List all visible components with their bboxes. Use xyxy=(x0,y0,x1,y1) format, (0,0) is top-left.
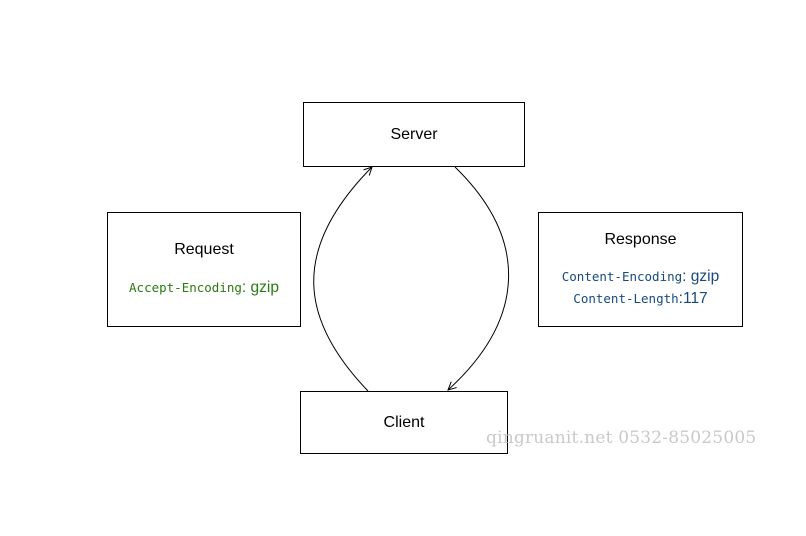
client-label: Client xyxy=(383,414,425,431)
request-box: Request Accept-Encoding: gzip xyxy=(107,212,301,327)
header-value: 117 xyxy=(682,290,708,307)
watermark: qingruanit.net 0532-85025005 xyxy=(486,428,757,448)
response-box: Response Content-Encoding: gzip Content-… xyxy=(538,212,743,327)
request-header-accept-encoding: Accept-Encoding: gzip xyxy=(108,279,300,297)
header-value: gzip xyxy=(690,268,720,285)
header-name: Accept-Encoding xyxy=(129,280,242,295)
server-label: Server xyxy=(390,126,438,143)
header-name: Content-Encoding xyxy=(561,269,683,284)
header-separator: : xyxy=(241,279,251,296)
response-arrow xyxy=(448,166,510,390)
response-header-content-length: Content-Length:117 xyxy=(539,290,742,308)
request-arrow xyxy=(313,167,372,392)
response-header-content-encoding: Content-Encoding: gzip xyxy=(539,268,742,286)
response-title: Response xyxy=(604,231,677,248)
server-box: Server xyxy=(303,102,525,167)
header-name: Content-Length xyxy=(573,291,679,306)
client-box: Client xyxy=(300,391,508,454)
header-separator: : xyxy=(678,290,683,307)
header-separator: : xyxy=(682,268,691,285)
header-value: gzip xyxy=(250,279,279,296)
request-title: Request xyxy=(174,241,234,258)
